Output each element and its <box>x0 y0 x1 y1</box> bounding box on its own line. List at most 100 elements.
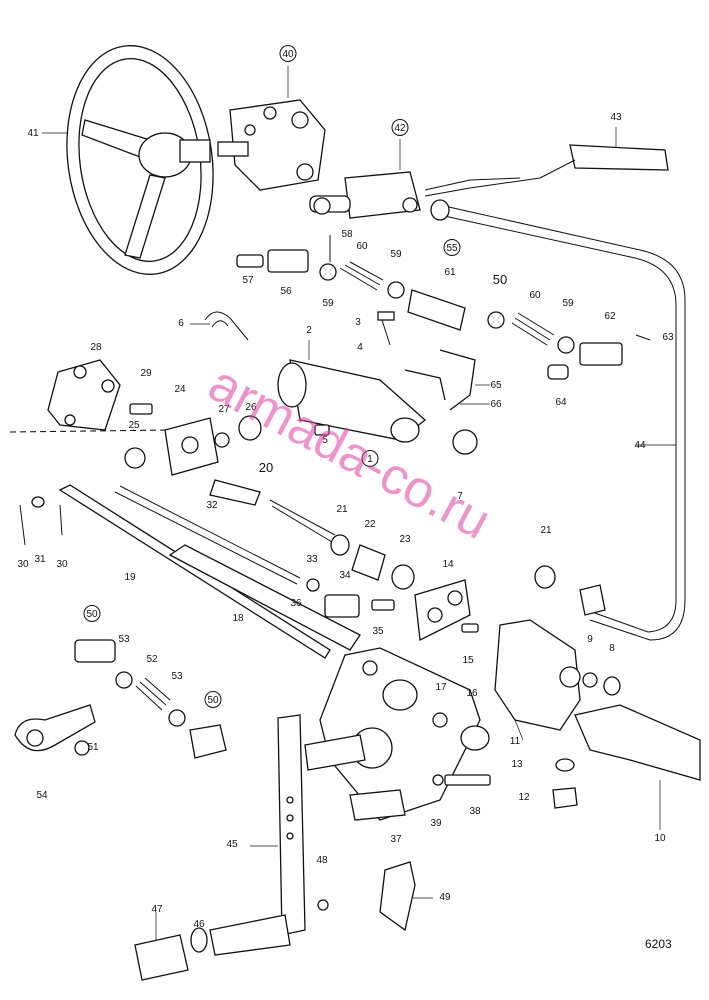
callout-number: 53 <box>118 634 130 645</box>
rod-end-assembly-upper <box>236 235 651 380</box>
callout-number: 60 <box>529 290 541 301</box>
callout-number: 50 <box>86 609 98 620</box>
callout-25: 25 <box>128 420 140 431</box>
callout-65: 65 <box>490 380 502 391</box>
callout-50: 50 <box>493 272 507 287</box>
callout-number: 26 <box>245 402 257 413</box>
callout-38: 38 <box>469 806 481 817</box>
callout-59: 59 <box>322 298 334 309</box>
callout-number: 4 <box>357 342 363 353</box>
steering-helm <box>217 99 326 191</box>
callout-number: 14 <box>442 559 454 570</box>
callout-4: 4 <box>357 342 363 353</box>
callout-number: 3 <box>355 317 361 328</box>
callout-number: 59 <box>322 298 334 309</box>
callout-number: 61 <box>444 267 456 278</box>
callout-33: 33 <box>306 554 318 565</box>
callout-44: 44 <box>634 440 646 451</box>
callout-circle <box>361 450 379 467</box>
callout-number: 5 <box>322 435 328 446</box>
callout-number: 29 <box>140 368 152 379</box>
callout-number: 55 <box>446 243 458 254</box>
callout-12: 12 <box>518 792 530 803</box>
callout-28: 28 <box>90 342 102 353</box>
callout-number: 30 <box>56 559 68 570</box>
callout-number: 66 <box>490 399 502 410</box>
callout-58: 58 <box>341 229 353 240</box>
callout-2: 2 <box>306 325 312 336</box>
callout-number: 41 <box>27 128 39 139</box>
callout-number: 59 <box>390 249 402 260</box>
callout-29: 29 <box>140 368 152 379</box>
callout-32: 32 <box>206 500 218 511</box>
callout-18: 18 <box>232 613 244 624</box>
callout-8: 8 <box>609 643 615 654</box>
callout-number: 40 <box>282 49 294 60</box>
callout-26: 26 <box>245 402 257 413</box>
callout-66: 66 <box>490 399 502 410</box>
steering-wheel <box>66 45 214 275</box>
control-unit <box>494 619 701 809</box>
callout-60: 60 <box>356 241 368 252</box>
callout-number: 34 <box>339 570 351 581</box>
callout-36: 36 <box>290 598 302 609</box>
callout-40: 40 <box>279 45 297 62</box>
callout-number: 54 <box>36 790 48 801</box>
callout-number: 1 <box>367 454 373 465</box>
callout-39: 39 <box>430 818 442 829</box>
callout-48: 48 <box>316 855 328 866</box>
callout-number: 7 <box>457 491 463 502</box>
callout-number: 38 <box>469 806 481 817</box>
callout-number: 28 <box>90 342 102 353</box>
callout-number: 33 <box>306 554 318 565</box>
callout-52: 52 <box>146 654 158 665</box>
callout-56: 56 <box>280 286 292 297</box>
callout-number: 21 <box>540 525 552 536</box>
callout-37: 37 <box>390 834 402 845</box>
rod-end-assembly-lower <box>14 639 227 759</box>
callout-3: 3 <box>355 317 361 328</box>
callout-number: 11 <box>510 736 521 747</box>
callout-circle <box>83 605 101 622</box>
callout-number: 6 <box>178 318 184 329</box>
callout-59: 59 <box>562 298 574 309</box>
hydraulic-cylinder <box>204 311 478 455</box>
callout-number: 56 <box>280 286 292 297</box>
callout-number: 18 <box>232 613 244 624</box>
callout-number: 21 <box>336 504 348 515</box>
callout-number: 51 <box>87 742 99 753</box>
main-bracket <box>319 647 491 821</box>
callout-46: 46 <box>193 919 205 930</box>
callout-9: 9 <box>587 634 593 645</box>
callout-16: 16 <box>466 688 478 699</box>
shift-control <box>309 171 541 219</box>
callout-49: 49 <box>439 892 451 903</box>
electrical-connector <box>539 144 669 179</box>
callout-number: 57 <box>242 275 254 286</box>
callout-number: 43 <box>610 112 622 123</box>
callout-number: 49 <box>439 892 451 903</box>
callout-35: 35 <box>372 626 384 637</box>
callout-number: 13 <box>511 759 523 770</box>
callout-circle <box>279 45 297 62</box>
callout-number: 2 <box>306 325 312 336</box>
callout-number: 45 <box>226 839 238 850</box>
callout-17: 17 <box>435 682 447 693</box>
callout-number: 31 <box>34 554 46 565</box>
callout-20: 20 <box>259 460 273 475</box>
callout-number: 47 <box>151 904 163 915</box>
callout-number: 19 <box>124 572 136 583</box>
leader-lines <box>42 66 676 940</box>
callout-31: 31 <box>34 554 46 565</box>
callout-number: 65 <box>490 380 502 391</box>
callout-number: 46 <box>193 919 205 930</box>
callout-50: 50 <box>83 605 101 622</box>
callout-34: 34 <box>339 570 351 581</box>
callout-number: 50 <box>493 272 507 287</box>
callout-number: 63 <box>662 332 674 343</box>
callout-number: 50 <box>207 695 219 706</box>
callout-27: 27 <box>218 404 230 415</box>
callout-7: 7 <box>457 491 463 502</box>
